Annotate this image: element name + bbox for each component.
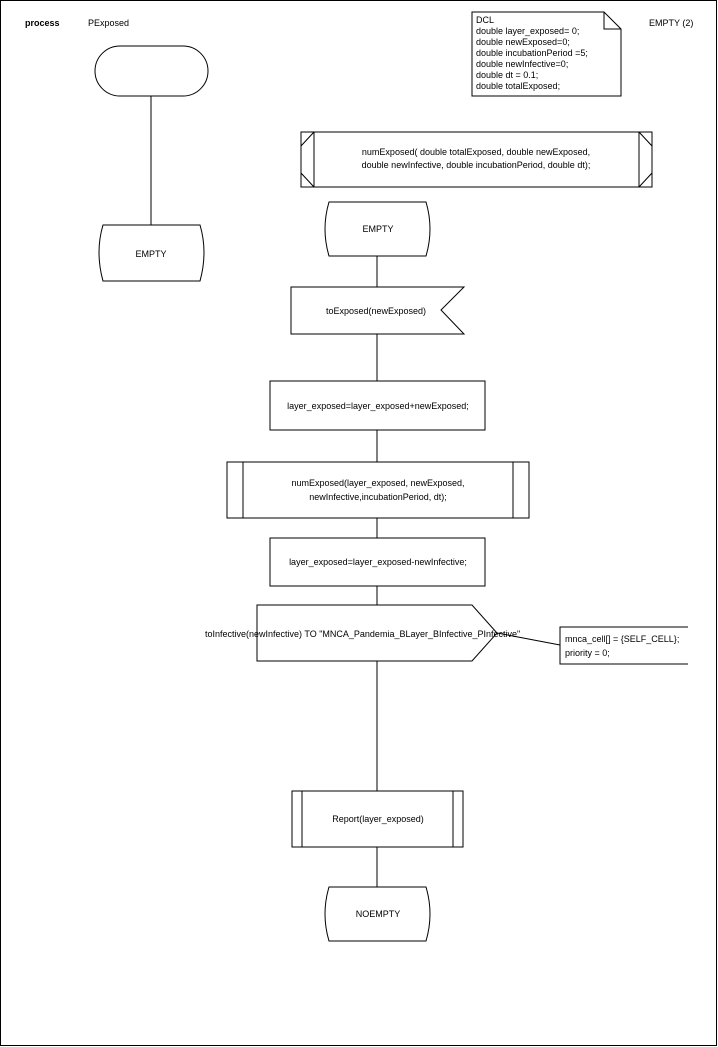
report-procedure-call: Report(layer_exposed) xyxy=(291,790,464,848)
procedure-decl-line: numExposed( double totalExposed, double … xyxy=(362,147,590,157)
dcl-line: double newExposed=0; xyxy=(476,37,570,47)
procedure-declaration: numExposed( double totalExposed, double … xyxy=(300,131,653,188)
dcl-line: double newInfective=0; xyxy=(476,59,568,69)
input-signal: toExposed(newExposed) xyxy=(290,286,466,335)
procedure-call-line: newInfective,incubationPeriod, dt); xyxy=(309,492,447,502)
procedure-call-line: numExposed(layer_exposed, newExposed, xyxy=(291,478,464,488)
declaration-box: DCL double layer_exposed= 0; double newE… xyxy=(471,11,622,97)
comment-connector xyxy=(496,632,561,646)
input-signal-label: toExposed(newExposed) xyxy=(326,306,426,316)
task-label: layer_exposed=layer_exposed+newExposed; xyxy=(287,401,469,411)
task-box: layer_exposed=layer_exposed-newInfective… xyxy=(269,537,486,587)
process-name: PExposed xyxy=(88,18,129,28)
start-symbol xyxy=(94,45,209,97)
comment-line: mnca_cell[] = {SELF_CELL}; xyxy=(565,634,679,644)
task-box: layer_exposed=layer_exposed+newExposed; xyxy=(269,380,486,431)
state-empty: EMPTY xyxy=(324,201,431,257)
state-label: NOEMPTY xyxy=(356,909,401,919)
dcl-line: double totalExposed; xyxy=(476,81,560,91)
procedure-call: numExposed(layer_exposed, newExposed, ne… xyxy=(226,461,530,519)
output-signal: toInfective(newInfective) TO "MNCA_Pande… xyxy=(205,604,520,662)
state-label: EMPTY xyxy=(135,249,166,259)
comment-line: priority = 0; xyxy=(565,648,610,658)
dcl-line: double dt = 0.1; xyxy=(476,70,538,80)
procedure-decl-line: double newInfective, double incubationPe… xyxy=(362,160,591,170)
process-keyword: process xyxy=(25,18,60,28)
state-noempty: NOEMPTY xyxy=(324,886,431,942)
output-signal-label: toInfective(newInfective) TO "MNCA_Pande… xyxy=(205,629,520,639)
page-reference: EMPTY (2) xyxy=(649,18,693,28)
dcl-line: DCL xyxy=(476,15,494,25)
dcl-line: double incubationPeriod =5; xyxy=(476,48,588,58)
task-label: layer_exposed=layer_exposed-newInfective… xyxy=(289,557,467,567)
state-label: EMPTY xyxy=(362,224,393,234)
dcl-line: double layer_exposed= 0; xyxy=(476,26,579,36)
output-comment: mnca_cell[] = {SELF_CELL}; priority = 0; xyxy=(559,626,688,665)
report-label: Report(layer_exposed) xyxy=(332,814,424,824)
state-empty-left: EMPTY xyxy=(98,224,205,282)
